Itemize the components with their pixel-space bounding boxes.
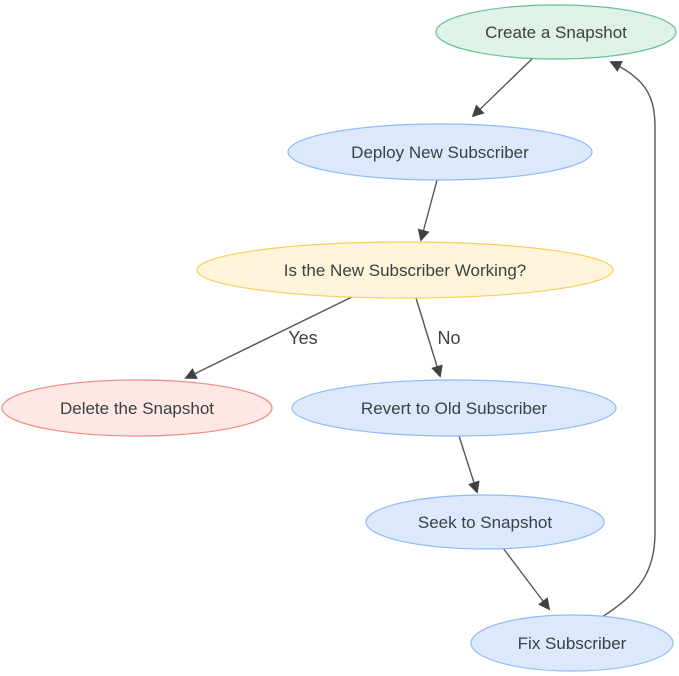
node-delete-snapshot-label: Delete the Snapshot bbox=[60, 399, 214, 418]
edge-label-no: No bbox=[437, 328, 460, 348]
node-deploy-new-subscriber-label: Deploy New Subscriber bbox=[351, 143, 529, 162]
node-fix-subscriber-label: Fix Subscriber bbox=[518, 634, 627, 653]
edge-working-to-delete bbox=[184, 294, 357, 379]
node-seek-to-snapshot-shape bbox=[365, 494, 605, 550]
edge-seek-to-fix bbox=[502, 547, 551, 611]
edge-deploy-to-working bbox=[417, 179, 438, 242]
node-revert-old-subscriber: Revert to Old Subscriber bbox=[291, 379, 617, 437]
edge-fix-to-create bbox=[601, 61, 656, 618]
node-seek-to-snapshot: Seek to Snapshot bbox=[365, 494, 605, 550]
node-delete-snapshot-shape bbox=[1, 379, 273, 437]
edge-working-to-revert bbox=[415, 297, 443, 378]
node-is-working: Is the New Subscriber Working? bbox=[196, 241, 614, 299]
node-is-working-label: Is the New Subscriber Working? bbox=[284, 261, 527, 280]
node-revert-old-subscriber-shape bbox=[291, 379, 617, 437]
edge-revert-to-seek bbox=[458, 435, 480, 494]
node-seek-to-snapshot-label: Seek to Snapshot bbox=[418, 513, 552, 532]
node-revert-old-subscriber-label: Revert to Old Subscriber bbox=[361, 399, 547, 418]
node-create-snapshot-label: Create a Snapshot bbox=[485, 23, 627, 42]
node-fix-subscriber-shape bbox=[470, 614, 674, 672]
node-create-snapshot-shape bbox=[435, 4, 677, 60]
edge-label-yes: Yes bbox=[288, 328, 317, 348]
node-create-snapshot: Create a Snapshot bbox=[435, 4, 677, 60]
edge-group bbox=[184, 56, 656, 618]
edge-create-to-deploy bbox=[471, 56, 535, 118]
node-is-working-shape bbox=[196, 241, 614, 299]
node-deploy-new-subscriber-shape bbox=[287, 123, 593, 181]
node-fix-subscriber: Fix Subscriber bbox=[470, 614, 674, 672]
node-deploy-new-subscriber: Deploy New Subscriber bbox=[287, 123, 593, 181]
node-delete-snapshot: Delete the Snapshot bbox=[1, 379, 273, 437]
